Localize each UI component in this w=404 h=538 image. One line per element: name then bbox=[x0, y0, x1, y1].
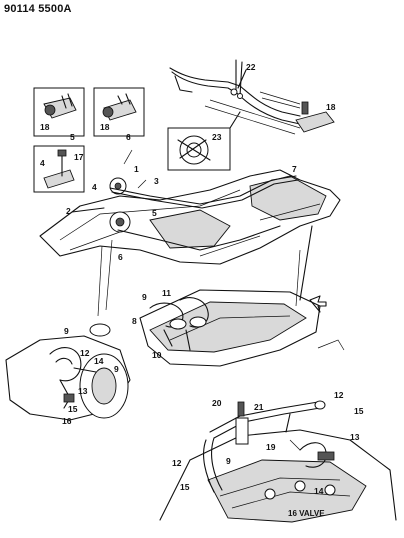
callout-10: 10 bbox=[152, 350, 162, 360]
callout-19: 19 bbox=[266, 442, 276, 452]
callout-5-box-a: 5 bbox=[70, 132, 75, 142]
callout-12-right-top: 12 bbox=[334, 390, 344, 400]
callout-9-middle: 9 bbox=[142, 292, 147, 302]
callout-14-right: 14 bbox=[314, 486, 324, 496]
callout-4-box: 4 bbox=[40, 158, 45, 168]
callout-13-right: 13 bbox=[350, 432, 360, 442]
valve-engine-detail bbox=[159, 400, 397, 523]
callout-18-box-b: 18 bbox=[100, 122, 110, 132]
callout-6-center: 6 bbox=[118, 252, 123, 262]
callout-9-left-a: 9 bbox=[64, 326, 69, 336]
callout-20: 20 bbox=[212, 398, 222, 408]
callout-21: 21 bbox=[254, 402, 264, 412]
callout-4: 4 bbox=[92, 182, 97, 192]
callout-15-left: 15 bbox=[68, 404, 78, 414]
callout-18-box-a: 18 bbox=[40, 122, 50, 132]
detail-box-bracket-18-5 bbox=[33, 87, 85, 137]
callout-8: 8 bbox=[132, 316, 137, 326]
callout-13-left: 13 bbox=[78, 386, 88, 396]
firewall-line-routing bbox=[169, 59, 301, 135]
callout-22: 22 bbox=[246, 62, 256, 72]
clip-detail bbox=[295, 101, 335, 133]
callout-15-bottom: 15 bbox=[180, 482, 190, 492]
callout-6-box-b: 6 bbox=[126, 132, 131, 142]
callout-17-box: 17 bbox=[74, 152, 84, 162]
valve-caption: 16 VALVE bbox=[288, 509, 325, 518]
diagram-code: 90114 5500A bbox=[4, 3, 72, 15]
callout-2: 2 bbox=[66, 206, 71, 216]
callout-labels: 22 23 18 18 5 18 6 4 17 1 3 4 7 2 5 6 9 … bbox=[40, 62, 364, 496]
callout-7: 7 bbox=[292, 164, 297, 174]
callout-15-right: 15 bbox=[354, 406, 364, 416]
callout-1: 1 bbox=[134, 164, 139, 174]
callout-9-right: 9 bbox=[226, 456, 231, 466]
callout-16-left: 16 bbox=[62, 416, 72, 426]
detail-box-bracket-18-6 bbox=[93, 87, 145, 137]
callout-14-left: 14 bbox=[94, 356, 104, 366]
leader-lines bbox=[97, 149, 301, 317]
callout-23: 23 bbox=[212, 132, 222, 142]
callout-5-center: 5 bbox=[152, 208, 157, 218]
left-wheel-detail bbox=[5, 323, 131, 421]
callout-12-right: 12 bbox=[172, 458, 182, 468]
detail-box-grommet bbox=[167, 111, 241, 171]
callout-12-left: 12 bbox=[80, 348, 90, 358]
callout-18-top-right: 18 bbox=[326, 102, 336, 112]
underbody-frame bbox=[39, 169, 341, 301]
callout-3: 3 bbox=[154, 176, 159, 186]
middle-assembly bbox=[139, 289, 345, 367]
callout-11: 11 bbox=[162, 288, 171, 298]
callout-9-left-b: 9 bbox=[114, 364, 119, 374]
detail-box-bracket-4-17 bbox=[33, 145, 85, 193]
